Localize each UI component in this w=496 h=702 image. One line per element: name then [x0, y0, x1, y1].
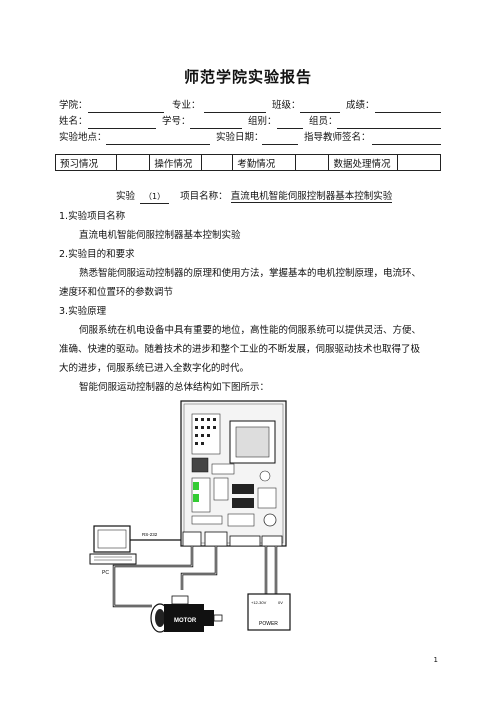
advisor-label: 指导教师签名：	[304, 132, 371, 143]
section-2-title: 2.实验目的和要求	[59, 249, 135, 260]
date-field[interactable]	[262, 144, 298, 145]
class-label: 班级：	[272, 100, 301, 111]
status-cell: 操作情况	[149, 154, 202, 171]
page-number: 1	[433, 656, 438, 664]
status-cell: 考勤情况	[232, 154, 296, 171]
power-gnd-label: 0V	[278, 600, 283, 605]
advisor-field[interactable]	[372, 144, 441, 145]
experiment-number: （1）	[140, 191, 170, 204]
motor-body	[164, 604, 204, 632]
experiment-name: 直流电机智能伺服控制器基本控制实验	[230, 191, 393, 203]
status-cell: 数据处理情况	[328, 154, 398, 171]
status-cell[interactable]	[294, 154, 330, 171]
location-label: 实验地点：	[59, 132, 107, 143]
section-3-body-line: 大的进步，伺服系统已进入全数字化的时代。	[59, 363, 250, 374]
college-label: 学院：	[59, 100, 88, 111]
pc-label: PC	[102, 570, 109, 576]
section-2-body-line: 速度环和位置环的参数调节	[59, 287, 174, 298]
section-2-body-line: 熟悉智能伺服运动控制器的原理和使用方法，掌握基本的电机控制原理，电流环、	[79, 268, 422, 279]
report-body: 1.实验项目名称 直流电机智能伺服控制器基本控制实验 2.实验目的和要求 熟悉智…	[59, 207, 449, 397]
section-1-title: 1.实验项目名称	[59, 211, 126, 222]
date-label: 实验日期：	[216, 132, 264, 143]
status-cell[interactable]	[115, 154, 151, 171]
servo-structure-diagram: PC RS-232 MOTOR +12-30V 0V POWER	[89, 400, 291, 633]
college-field[interactable]	[88, 112, 164, 113]
student-id-label: 学号：	[162, 116, 191, 127]
experiment-line: 实验 （1） 项目名称： 直流电机智能伺服控制器基本控制实验	[116, 191, 393, 204]
power-supply	[247, 593, 291, 631]
members-field[interactable]	[337, 128, 441, 129]
status-cell: 预习情况	[55, 154, 117, 171]
rs232-label: RS-232	[142, 532, 158, 537]
major-field[interactable]	[204, 112, 266, 113]
student-id-field[interactable]	[190, 128, 242, 129]
section-1-body: 直流电机智能伺服控制器基本控制实验	[79, 230, 241, 241]
major-label: 专业：	[172, 100, 201, 111]
experiment-prefix: 实验	[116, 191, 136, 202]
section-3-body-line: 智能伺服运动控制器的总体结构如下图所示：	[79, 382, 270, 393]
motor-label: MOTOR	[174, 618, 197, 624]
members-label: 组员：	[309, 116, 338, 127]
class-field[interactable]	[300, 112, 340, 113]
name-field[interactable]	[88, 128, 156, 129]
status-cell[interactable]	[200, 154, 234, 171]
status-cell[interactable]	[396, 154, 442, 171]
section-3-title: 3.实验原理	[59, 306, 107, 317]
section-3-body-line: 伺服系统在机电设备中具有重要的地位，高性能的伺服系统可以提供灵活、方便、	[79, 325, 422, 336]
score-label: 成绩：	[346, 100, 375, 111]
group-label: 组别：	[248, 116, 277, 127]
power-label: POWER	[259, 621, 278, 627]
name-label: 姓名：	[59, 116, 88, 127]
status-table: 预习情况 操作情况 考勤情况 数据处理情况	[55, 154, 442, 171]
page-title: 师范学院实验报告	[183, 68, 312, 86]
location-field[interactable]	[106, 144, 210, 145]
experiment-name-label: 项目名称：	[180, 191, 228, 202]
power-voltage-label: +12-30V	[251, 600, 267, 605]
group-field[interactable]	[277, 128, 303, 129]
score-field[interactable]	[375, 112, 441, 113]
section-3-body-line: 准确、快速的驱动。随着技术的进步和整个工业的不断发展，伺服驱动技术也取得了极	[59, 344, 421, 355]
